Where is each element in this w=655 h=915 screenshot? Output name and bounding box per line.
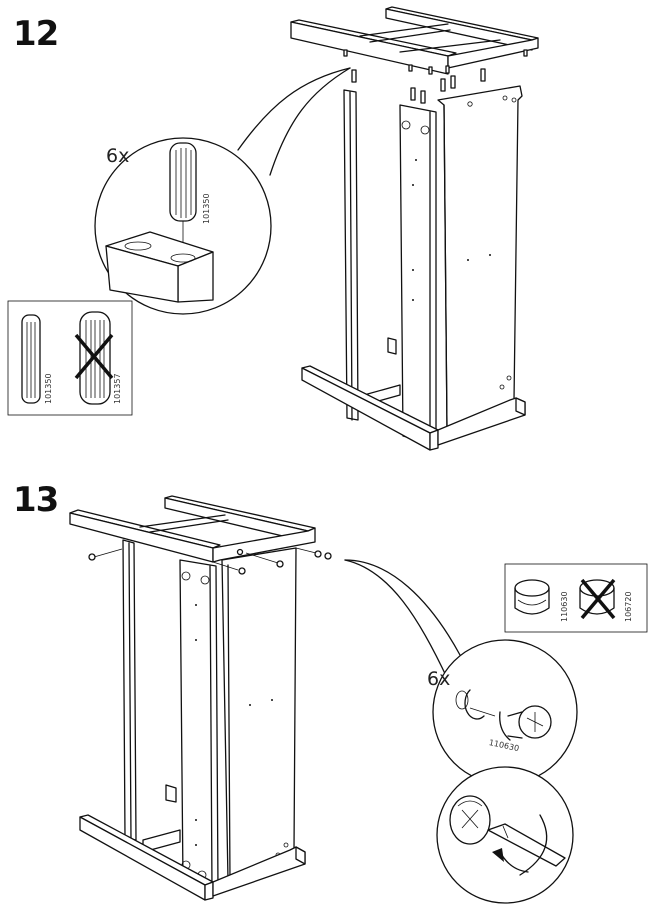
step-12-quantity: 6x: [106, 145, 130, 167]
step-12-number: 12: [13, 14, 59, 54]
step-12-dowel-callout: [94, 137, 272, 315]
step-12-incorrect-part-number: 101357: [113, 373, 122, 404]
step-13-incorrect-part-number: 106720: [624, 591, 633, 622]
step-12-part-number: 101350: [202, 193, 211, 224]
step-13-quantity: 6x: [427, 668, 451, 690]
step-12-frame-drawing: [237, 6, 539, 451]
step-13-cam-comparison: [504, 563, 648, 633]
step-13-number: 13: [13, 480, 59, 520]
step-12-correct-part-number: 101350: [44, 373, 53, 404]
step-13-cam-callout: [432, 639, 578, 785]
step-12-dowel-comparison: [7, 300, 133, 416]
step-13-frame-drawing: [69, 495, 461, 901]
step-13-correct-part-number: 110630: [560, 591, 569, 622]
step-13-screwdriver-callout: [436, 766, 574, 904]
